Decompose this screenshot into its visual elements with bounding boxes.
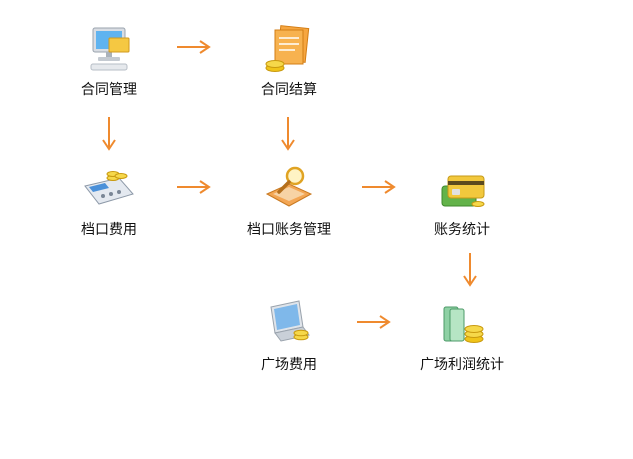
stall-fees-label: 档口费用 [81,222,137,238]
arrow-right-icon [177,180,211,194]
plaza-fees-label: 广场费用 [261,357,317,373]
node-contract-management[interactable]: 合同管理 [49,24,169,99]
arrow-right-icon [177,40,211,54]
credit-card-icon [441,175,485,207]
calculator-coins-icon [84,171,134,205]
computer-icon [90,27,130,71]
arrow-right-icon [357,315,391,329]
arrow-down-icon [463,253,477,287]
stall-accounts-label: 档口账务管理 [247,222,331,238]
laptop-coins-icon [270,300,310,342]
node-stall-accounts[interactable]: 档口账务管理 [229,164,349,239]
cash-coins-icon [443,306,484,343]
plaza-profit-label: 广场利润统计 [420,357,504,373]
contract-management-label: 合同管理 [81,82,137,98]
node-account-stats[interactable]: 账务统计 [402,164,522,239]
node-plaza-fees[interactable]: 广场费用 [229,299,349,374]
contract-settlement-label: 合同结算 [261,82,317,98]
arrow-down-icon [281,117,295,151]
documents-coins-icon [265,25,310,72]
node-stall-fees[interactable]: 档口费用 [49,164,169,239]
magnifier-folder-icon [265,166,313,207]
node-plaza-profit[interactable]: 广场利润统计 [402,299,522,374]
arrow-right-icon [362,180,396,194]
node-contract-settlement[interactable]: 合同结算 [229,24,349,99]
account-stats-label: 账务统计 [434,222,490,238]
arrow-down-icon [102,117,116,151]
